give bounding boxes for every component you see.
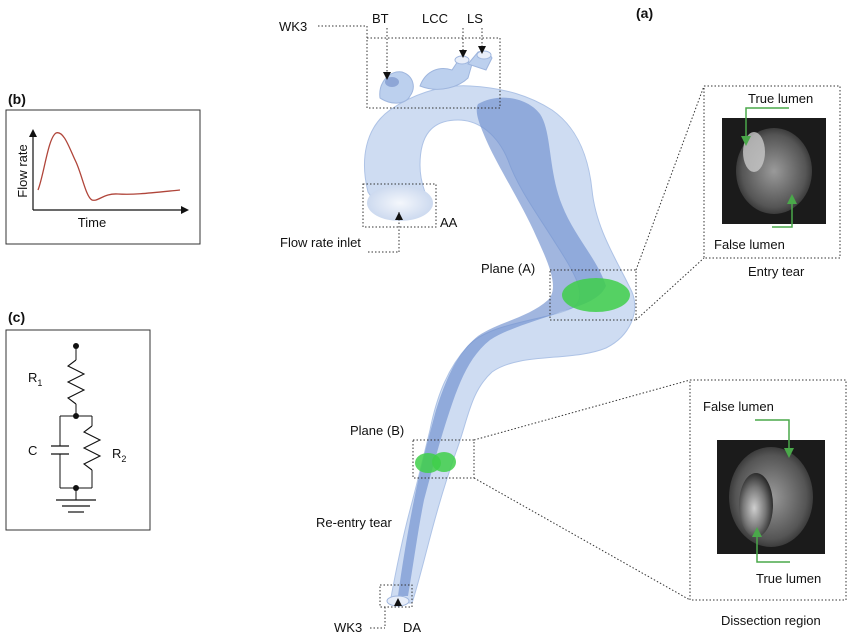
green-arrow: [745, 107, 789, 140]
dissection-green-arrows: [755, 419, 790, 563]
reentry-tear-label: Re-entry tear: [316, 515, 393, 530]
ls-arrow-icon: [478, 46, 486, 54]
wk3-da-box: [379, 584, 413, 608]
green-arrow: [755, 419, 790, 452]
inlet-arrow-icon: [395, 212, 403, 220]
r2-label: R2: [112, 446, 126, 464]
dissection-region-caption: Dissection region: [721, 613, 821, 628]
entry-tear-green-arrows: [745, 107, 793, 228]
panel-label-a: (a): [636, 5, 653, 21]
entry-tear-caption: Entry tear: [748, 264, 805, 279]
lcc-arrow-icon: [459, 50, 467, 58]
panel-label-b: (b): [8, 91, 26, 107]
x-axis-label: Time: [78, 215, 106, 230]
lcc-outlet: [454, 55, 470, 65]
ls-outlet: [476, 50, 492, 60]
y-axis-label: Flow rate: [15, 144, 30, 197]
dissection-ct-inset: False lumen True lumen Dissection region: [703, 399, 825, 628]
green-arrow-icon: [752, 527, 762, 537]
outlet-arrows: [383, 46, 486, 606]
zoom-line: [635, 85, 705, 271]
lcc-label: LCC: [422, 11, 448, 26]
windkessel-circuit: R1 C R2: [5, 329, 151, 531]
wk3-outlet-box: [366, 37, 501, 109]
dissection-true-lumen-region: [739, 473, 773, 537]
aorta-model: [363, 50, 636, 607]
circuit-frame: [5, 329, 151, 531]
resistor-r2: [82, 425, 102, 471]
aa-inlet-box: [362, 183, 437, 228]
entry-tear-inset-box: [703, 85, 841, 259]
plane-a-box: [549, 269, 637, 321]
flow-rate-inlet-label: Flow rate inlet: [280, 235, 361, 250]
flow-rate-chart-frame: [5, 109, 201, 245]
zoom-line: [473, 379, 691, 441]
green-arrow-icon: [787, 194, 797, 204]
wk3-top-label: WK3: [279, 19, 307, 34]
plane-a-section: [562, 278, 630, 312]
green-arrow-icon: [784, 448, 794, 458]
panel-label-c: (c): [8, 309, 25, 325]
bt-branch: [379, 71, 414, 104]
dissection-inset-box: [689, 379, 847, 601]
da-label: DA: [403, 620, 421, 635]
entry-tear-true-lumen-region: [743, 132, 765, 172]
dissection-false-lumen-label: False lumen: [703, 399, 774, 414]
dissection-true-lumen-label: True lumen: [756, 571, 821, 586]
bt-arrow-icon: [383, 72, 391, 80]
plane-b-box: [412, 439, 475, 479]
r1-label: R1: [28, 370, 42, 388]
aa-label: AA: [440, 215, 458, 230]
plane-b-section-right: [432, 452, 456, 472]
da-arrow-icon: [394, 598, 402, 606]
flow-rate-curve: [37, 132, 181, 201]
flow-rate-chart: Flow rate Time: [5, 109, 201, 245]
bt-label: BT: [372, 11, 389, 26]
ls-label: LS: [467, 11, 483, 26]
capacitor-label: C: [28, 443, 37, 458]
entry-false-lumen-label: False lumen: [714, 237, 785, 252]
resistor-r1: [66, 359, 86, 405]
x-axis-arrow-icon: [181, 206, 189, 214]
plane-a-label: Plane (A): [481, 261, 535, 276]
entry-true-lumen-label: True lumen: [748, 91, 813, 106]
wk3-bottom-label: WK3: [334, 620, 362, 635]
y-axis-arrow-icon: [29, 129, 37, 137]
green-arrow-icon: [741, 136, 751, 146]
aa-inlet-face: [367, 185, 433, 221]
zoom-line: [473, 477, 691, 601]
plane-b-label: Plane (B): [350, 423, 404, 438]
zoom-line: [635, 257, 705, 321]
annotation-boxes: [318, 25, 847, 629]
bt-outlet: [385, 77, 399, 87]
green-arrow: [756, 533, 790, 563]
false-lumen: [398, 97, 606, 596]
green-arrow: [772, 200, 793, 228]
entry-tear-ct-inset: True lumen False lumen Entry tear: [714, 91, 826, 279]
